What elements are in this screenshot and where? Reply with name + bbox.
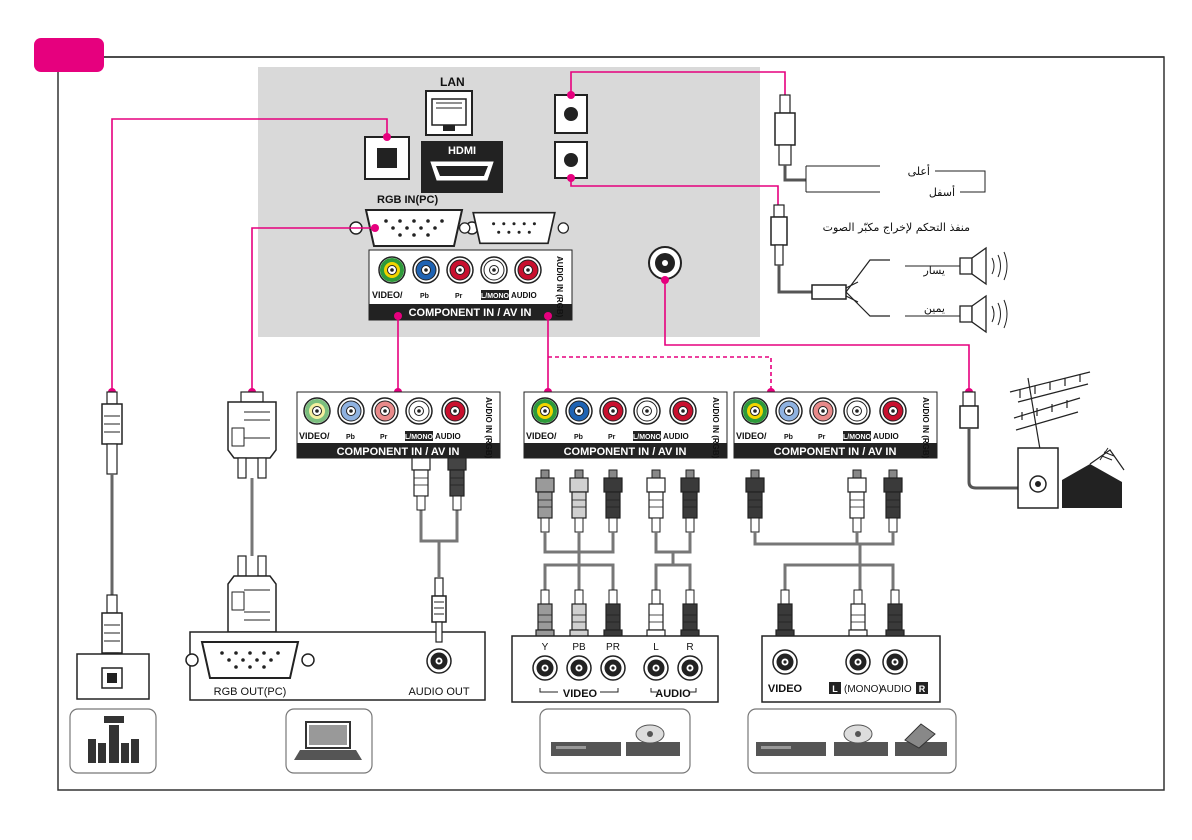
vcr-icon	[895, 723, 947, 756]
audio-in-rgb-label: AUDIO IN (RGB)	[711, 397, 720, 459]
jack-label-lmono: L/MONO	[633, 434, 662, 441]
component-av-in-label: COMPONENT IN / AV IN	[409, 307, 532, 319]
component-video-group-label: VIDEO	[563, 688, 598, 700]
house-icon	[1062, 447, 1125, 508]
jack-label-audio: AUDIO	[873, 432, 899, 441]
component-l-label: L	[653, 642, 659, 653]
rgb-out-label: RGB OUT(PC)	[214, 686, 287, 698]
component-device-box: Y PB PR L R VIDEO AUDIO	[511, 635, 719, 703]
jack-label-lmono: L/MONO	[843, 434, 872, 441]
av-devices-icon-box	[747, 708, 957, 774]
remote-cable: أعلى أسفل	[774, 94, 986, 199]
rgb-in-label: RGB IN(PC)	[377, 194, 438, 206]
av-r-badge: R	[919, 684, 926, 694]
component-audio-group-label: AUDIO	[655, 688, 691, 700]
hdmi-label: HDMI	[448, 145, 476, 157]
audio-out-label: AUDIO OUT	[408, 686, 469, 698]
audio-system-port-box	[76, 653, 150, 700]
av-l-badge: L	[832, 684, 838, 694]
av-cable	[745, 469, 905, 653]
remote-top-label: أعلى	[908, 164, 930, 178]
jack-label-pb: Pb	[784, 434, 793, 441]
speaker-left-label: يسار	[922, 264, 945, 277]
jack-label-pr: Pr	[380, 434, 388, 441]
component-av-in-label: COMPONENT IN / AV IN	[337, 446, 460, 458]
home-theater-icon	[88, 716, 139, 763]
jack-label-pr: Pr	[818, 434, 826, 441]
speaker-icon	[959, 294, 1008, 334]
component-av-in-label: COMPONENT IN / AV IN	[774, 446, 897, 458]
jack-label-pb: Pb	[574, 434, 583, 441]
component-av-block-1: COMPONENT IN / AV IN VIDEO/ Pb Pr L/MONO…	[296, 391, 501, 459]
rgb-out-port	[185, 641, 315, 679]
antenna-cable	[959, 391, 1030, 490]
jack-label-video: VIDEO/	[526, 431, 557, 441]
serial-port[interactable]	[458, 211, 570, 245]
speaker-icon	[959, 246, 1008, 286]
home-theater-icon-box	[69, 708, 157, 774]
antenna-in-jack[interactable]	[648, 246, 682, 280]
jack-label-pr: Pr	[455, 293, 463, 300]
hdmi-port[interactable]: HDMI	[421, 141, 503, 193]
remote-bottom-label: أسفل	[929, 185, 955, 199]
speaker-cable: يسار يمين	[770, 204, 960, 317]
tv-component-av-block: COMPONENT IN / AV IN VIDEO/ Pb Pr L/MONO…	[368, 249, 573, 321]
dvd-player-icon	[551, 742, 621, 756]
speaker-control-title: منفذ التحكم لإخراج مكبّر الصوت	[823, 221, 971, 234]
component-devices-icon-box	[539, 708, 691, 774]
jack-label-video: VIDEO/	[372, 290, 403, 300]
component-cable	[535, 469, 700, 653]
component-r-label: R	[686, 642, 693, 653]
av-audio-label: AUDIO	[880, 684, 912, 695]
audio-in-rgb-label: AUDIO IN (RGB)	[921, 397, 930, 459]
component-av-block-3: COMPONENT IN / AV IN VIDEO/ Pb Pr L/MONO…	[733, 391, 938, 459]
disc-icon	[626, 724, 680, 756]
speaker-out-jack[interactable]	[554, 141, 588, 179]
wall-outlet-icon	[1017, 447, 1059, 509]
jack-label-pb: Pb	[346, 434, 355, 441]
optical-cable	[101, 391, 123, 664]
laptop-icon	[294, 721, 362, 760]
jack-label-lmono: L/MONO	[405, 434, 434, 441]
jack-label-audio: AUDIO	[435, 432, 461, 441]
jack-label-video: VIDEO/	[736, 431, 767, 441]
jack-label-audio: AUDIO	[663, 432, 689, 441]
component-av-in-label: COMPONENT IN / AV IN	[564, 446, 687, 458]
laptop-icon-box	[285, 708, 373, 774]
disc-icon	[834, 724, 888, 756]
component-pr-label: PR	[606, 642, 620, 653]
jack-label-pb: Pb	[420, 293, 429, 300]
lan-port[interactable]	[425, 90, 473, 136]
vga-cable	[227, 391, 277, 633]
jack-label-lmono: L/MONO	[481, 293, 510, 300]
optical-port[interactable]	[364, 136, 410, 180]
pc-audio-cable	[411, 447, 467, 643]
component-pb-label: PB	[572, 642, 586, 653]
av-video-label: VIDEO	[768, 683, 803, 695]
av-device-box: VIDEO L (MONO) AUDIO R	[761, 635, 941, 703]
dvd-player-icon	[756, 742, 826, 756]
component-y-label: Y	[542, 642, 549, 653]
component-av-block-2: COMPONENT IN / AV IN VIDEO/ Pb Pr L/MONO…	[523, 391, 728, 459]
audio-in-rgb-label: AUDIO IN (RGB)	[484, 397, 493, 459]
lan-label: LAN	[440, 75, 465, 89]
pc-connector-box: RGB OUT(PC) AUDIO OUT	[185, 631, 486, 701]
section-tab	[34, 38, 104, 72]
remote-control-jack[interactable]	[554, 94, 588, 134]
audio-in-rgb-label: AUDIO IN (RGB)	[555, 256, 564, 318]
av-mono-label: (MONO)	[844, 684, 882, 695]
rgb-in-port[interactable]	[349, 209, 479, 247]
speaker-right-label: يمين	[924, 302, 945, 315]
jack-label-audio: AUDIO	[511, 291, 537, 300]
jack-label-pr: Pr	[608, 434, 616, 441]
jack-label-video: VIDEO/	[299, 431, 330, 441]
